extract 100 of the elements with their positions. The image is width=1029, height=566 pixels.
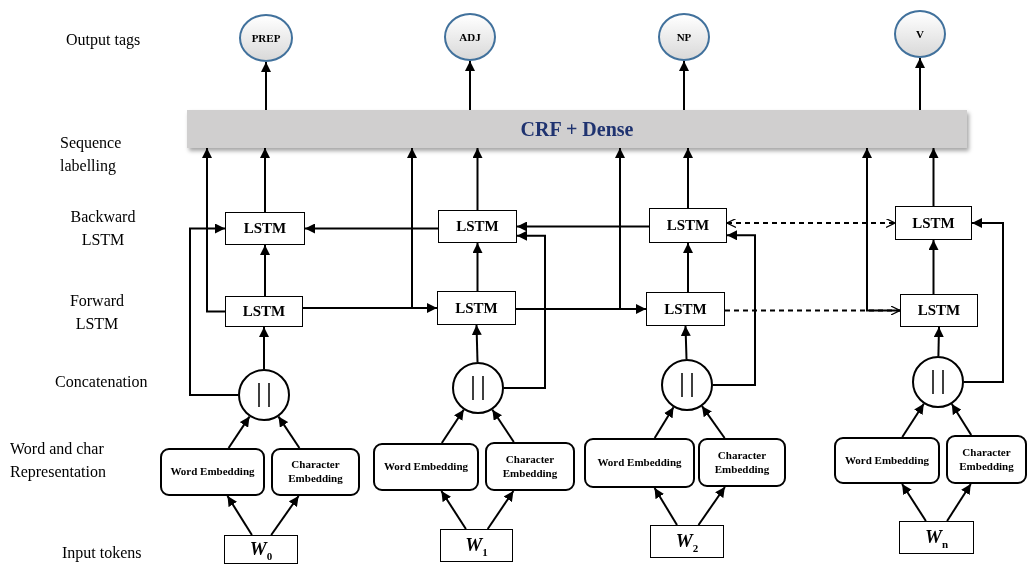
row-label: Input tokens	[62, 543, 143, 564]
arrow	[440, 408, 465, 444]
embedding-box	[271, 448, 360, 496]
row-label: Backward LSTM	[69, 207, 137, 251]
concatenation-circle	[452, 362, 504, 414]
lstm-box	[438, 210, 517, 243]
output-tag-ellipse	[894, 10, 946, 58]
arrow	[933, 326, 944, 357]
node-label: Character Embedding	[958, 445, 1015, 474]
node-label: Character Embedding	[713, 448, 771, 477]
node-label: NP	[676, 31, 692, 43]
lstm-box	[437, 291, 516, 325]
arrow	[950, 403, 973, 436]
node-label: Word Embedding	[170, 465, 255, 479]
node-label: Word Embedding	[383, 460, 469, 474]
embedding-box	[946, 435, 1027, 484]
arrow	[486, 490, 515, 530]
lstm-box	[225, 296, 303, 327]
row-label: Output tags	[66, 30, 142, 51]
arrow	[683, 147, 693, 209]
row-label: Sequence labelling	[60, 133, 123, 177]
node-label: LSTM	[455, 299, 498, 317]
arrow	[189, 223, 239, 396]
node-label: W$_{0}$	[249, 537, 273, 562]
arrow	[515, 304, 647, 314]
arrow	[471, 324, 482, 363]
input-token-box	[899, 521, 974, 554]
concatenation-circle	[661, 359, 713, 411]
arrow	[472, 147, 483, 211]
arrow	[304, 223, 439, 234]
arrow	[440, 490, 467, 530]
arrow	[259, 326, 269, 370]
arrow	[270, 495, 300, 536]
embedding-box	[584, 438, 695, 488]
arrow	[653, 406, 675, 439]
node-label: PREP	[251, 32, 281, 44]
node-label: Word Embedding	[844, 453, 930, 468]
arrow	[683, 242, 693, 293]
arrow	[491, 408, 515, 443]
arrow	[302, 303, 438, 313]
node-label: W$_{2}$	[675, 529, 699, 554]
arrow	[261, 61, 271, 111]
node-label: ADJ	[459, 31, 481, 43]
arrow	[901, 402, 925, 438]
crf-dense-bar	[187, 110, 967, 148]
dashed-arrow	[726, 217, 896, 229]
input-token-box	[440, 529, 513, 562]
lstm-box	[900, 294, 978, 327]
node-label: V	[916, 28, 924, 40]
arrow	[701, 405, 726, 439]
arrow	[697, 486, 726, 526]
arrow	[277, 415, 301, 449]
embedding-box	[160, 448, 265, 496]
node-label: LSTM	[243, 220, 287, 237]
arrow	[901, 483, 927, 522]
lstm-box	[225, 212, 305, 245]
node-label: Character Embedding	[287, 458, 344, 486]
arrow	[679, 60, 689, 111]
arrow	[226, 495, 253, 536]
node-label: Word Embedding	[597, 456, 682, 470]
output-tag-ellipse	[658, 13, 710, 61]
dashed-arrow	[724, 305, 901, 316]
concatenation-circle	[238, 369, 290, 421]
input-token-box	[650, 525, 724, 558]
embedding-box	[698, 438, 786, 487]
arrow	[946, 483, 972, 522]
arrow	[653, 487, 678, 526]
lstm-box	[646, 292, 725, 326]
node-label: LSTM	[242, 303, 286, 320]
arrow	[227, 415, 251, 449]
node-label: LSTM	[917, 302, 961, 319]
node-label: LSTM	[664, 300, 707, 318]
arrow	[915, 57, 925, 111]
row-label: Word and char Representation	[10, 439, 107, 483]
node-label: W$_{1}$	[465, 533, 488, 558]
embedding-box	[834, 437, 940, 484]
node-label: LSTM	[456, 218, 499, 235]
output-tag-ellipse	[239, 14, 293, 62]
node-label: W$_{n}$	[925, 525, 948, 550]
arrow	[680, 325, 691, 360]
embedding-box	[485, 442, 575, 491]
arrow	[928, 147, 939, 207]
lstm-box	[649, 208, 727, 243]
arrow	[260, 147, 270, 213]
row-label: Forward LSTM	[68, 291, 126, 335]
embedding-box	[373, 443, 479, 491]
node-label: LSTM	[666, 217, 710, 234]
arrow	[260, 244, 270, 297]
arrow	[928, 239, 939, 295]
arrow	[503, 230, 546, 389]
lstm-box	[895, 206, 972, 240]
node-label: LSTM	[912, 214, 955, 232]
node-label: CRF + Dense	[520, 117, 634, 141]
node-label: Character Embedding	[501, 452, 559, 481]
arrow	[963, 218, 1004, 383]
concatenation-circle	[912, 356, 964, 408]
arrow	[516, 221, 650, 232]
row-label: Concatenation	[55, 372, 149, 392]
arrow	[472, 242, 483, 292]
arrow	[202, 147, 226, 313]
